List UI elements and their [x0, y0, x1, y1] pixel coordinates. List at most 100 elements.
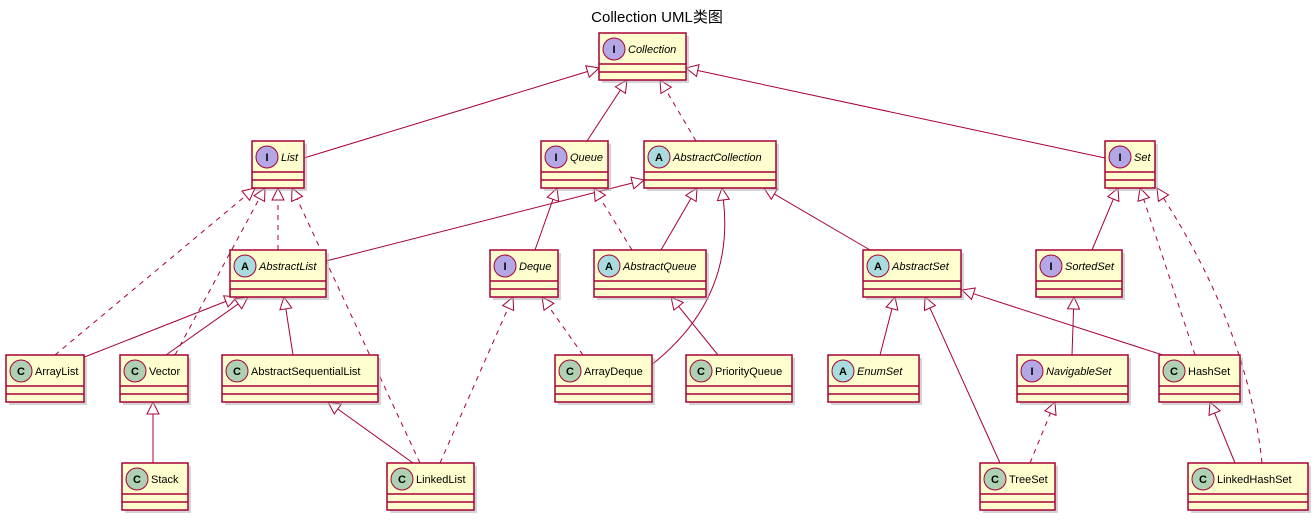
edge-line [285, 308, 294, 356]
badge-letter: C [697, 366, 705, 378]
class-name: PriorityQueue [715, 366, 782, 378]
edge-set-to-collection [684, 63, 1106, 159]
edge-enumset-to-abstractset [879, 295, 899, 356]
class-name: List [281, 152, 299, 164]
edge-line [165, 303, 239, 356]
edge-navigableset-to-sortedset [1066, 295, 1081, 356]
inheritance-arrowhead [1043, 400, 1057, 417]
edge-line [439, 307, 509, 464]
badge-letter: C [1199, 474, 1207, 486]
class-box-priorityqueue[interactable]: C PriorityQueue [685, 354, 795, 405]
inheritance-arrowhead [541, 296, 555, 312]
interface-badge-icon: I [255, 145, 279, 169]
class-name: ArrayList [35, 366, 78, 378]
inheritance-arrowhead [291, 186, 304, 203]
inheritance-arrowhead [593, 187, 607, 203]
inheritance-arrowhead [585, 65, 601, 79]
edge-line [303, 71, 588, 159]
edge-abstractlist-to-abstractcollection [325, 176, 646, 262]
edge-linkedlist-to-list [291, 186, 421, 464]
badge-letter: C [233, 366, 241, 378]
interface-badge-icon: I [1020, 359, 1044, 383]
inheritance-arrowhead [1156, 187, 1170, 203]
class-box-linkedhashset[interactable]: C LinkedHashSet [1187, 462, 1311, 513]
edge-queue-to-collection [586, 79, 628, 142]
edge-sortedset-to-set [1091, 186, 1120, 251]
interface-badge-icon: I [1108, 145, 1132, 169]
edge-line [337, 408, 414, 464]
class-name: Collection [628, 44, 676, 56]
interface-badge-icon: I [544, 145, 568, 169]
badge-letter: C [131, 366, 139, 378]
inheritance-arrowhead [241, 187, 256, 202]
badge-letter: C [566, 366, 574, 378]
edge-line [879, 308, 893, 356]
inheritance-arrowhead [614, 79, 628, 95]
class-name: AbstractList [258, 261, 317, 273]
class-badge-icon: C [125, 467, 149, 491]
edge-line [929, 307, 1001, 464]
class-name: AbstractSet [891, 261, 950, 273]
edge-line [534, 199, 554, 251]
class-badge-icon: C [558, 359, 582, 383]
inheritance-arrowhead [271, 186, 285, 201]
class-box-sortedset[interactable]: I SortedSet [1035, 249, 1125, 300]
interface-badge-icon: I [602, 37, 626, 61]
edge-line [1091, 198, 1114, 251]
class-name: Stack [151, 474, 179, 486]
badge-letter: C [398, 474, 406, 486]
badge-letter: I [1049, 261, 1052, 273]
class-name: SortedSet [1065, 261, 1115, 273]
edge-line [774, 193, 871, 251]
edge-line [665, 90, 697, 142]
inheritance-arrowhead [1137, 186, 1151, 203]
badge-letter: I [503, 261, 506, 273]
edge-treeset-to-navigableset [1029, 400, 1057, 464]
badge-letter: C [991, 474, 999, 486]
edge-line [1029, 412, 1051, 464]
edge-line [599, 197, 633, 251]
edge-line [697, 70, 1106, 159]
badge-letter: I [554, 152, 557, 164]
edge-line [1071, 308, 1075, 356]
class-name: LinkedHashSet [1217, 474, 1292, 486]
class-box-abstractlist[interactable]: A AbstractList [229, 249, 329, 300]
class-name: Set [1134, 152, 1151, 164]
class-badge-icon: C [225, 359, 249, 383]
edge-priorityqueue-to-abstractqueue [670, 296, 719, 356]
edge-abstractset-to-abstractcollection [763, 187, 871, 251]
inheritance-arrowhead [684, 63, 700, 78]
edge-line [1214, 412, 1236, 464]
badge-letter: A [241, 261, 249, 273]
interface-badge-icon: I [1039, 254, 1063, 278]
edge-line [1143, 199, 1196, 356]
edge-linkedhashset-to-hashset [1208, 400, 1236, 464]
edge-arraylist-to-list [54, 187, 256, 356]
edge-treeset-to-abstractset [923, 295, 1001, 464]
inheritance-arrowhead [684, 187, 698, 203]
edge-vector-to-abstractlist [165, 296, 249, 356]
edge-deque-to-queue [534, 186, 560, 251]
inheritance-arrowhead [253, 187, 266, 203]
badge-letter: I [1030, 366, 1033, 378]
edge-abstractsequentiallist-to-abstractlist [279, 295, 294, 356]
badge-letter: A [605, 261, 613, 273]
